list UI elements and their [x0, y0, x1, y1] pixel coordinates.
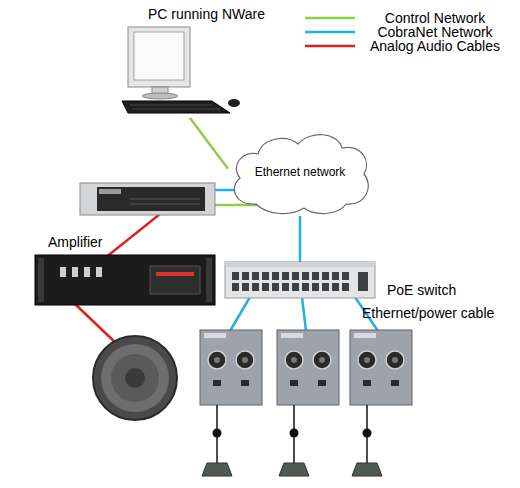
speaker-icon — [93, 336, 177, 420]
audio-wire — [75, 304, 118, 345]
device-label: Amplifier — [48, 234, 102, 250]
cloud-label: Ethernet network — [255, 165, 346, 180]
switch-node: PoE switch — [225, 262, 465, 304]
ethernet-power-wire — [230, 297, 250, 331]
network-connector — [190, 118, 228, 169]
switch-unit — [225, 262, 375, 298]
cloud-node: Ethernet network — [228, 130, 372, 216]
amplifier-unit — [35, 255, 215, 305]
pc-icon — [122, 27, 240, 113]
device-label: PC running NWare — [148, 6, 265, 22]
ethernet-power-wire — [302, 297, 306, 331]
audio-wire — [105, 214, 160, 258]
amplifier-node: Amplifier — [35, 232, 215, 307]
cable-label: Ethernet/power cable — [362, 305, 494, 321]
legend-text: Analog Audio Cables — [370, 38, 500, 54]
legend-text: CobraNet Network — [377, 24, 492, 40]
legend-line — [303, 39, 357, 53]
wall-panels — [200, 330, 412, 476]
legend-line — [303, 25, 357, 39]
rack-device — [80, 183, 215, 215]
legend-text: Control Network — [385, 10, 485, 26]
legend-line — [303, 11, 357, 25]
network-connector — [300, 216, 301, 262]
pc-node: PC running NWare — [140, 2, 273, 118]
device-label: PoE switch — [387, 282, 456, 298]
